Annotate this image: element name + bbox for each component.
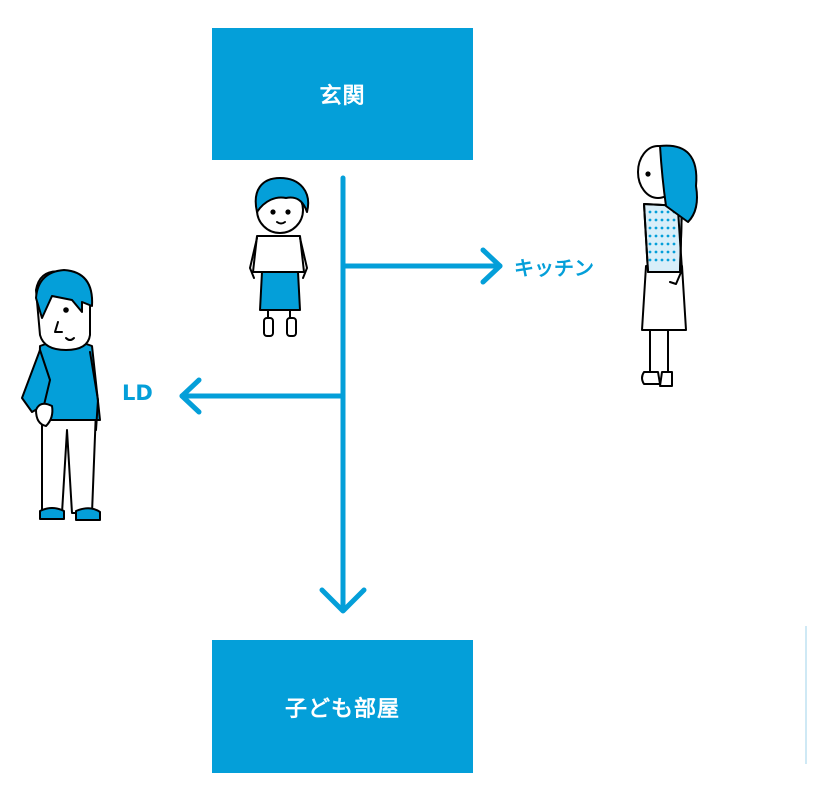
kitchen-label: キッチン <box>514 256 594 280</box>
ld-label: LD <box>122 381 153 405</box>
entrance-label: 玄関 <box>319 84 366 109</box>
child-figure <box>249 177 310 337</box>
kids-room-label: 子ども部屋 <box>284 696 400 722</box>
arrowhead-down <box>319 587 367 614</box>
arrowhead-left <box>179 377 202 415</box>
kids-room-box: 子ども部屋 <box>212 640 473 773</box>
entrance-box: 玄関 <box>212 28 473 160</box>
woman-figure <box>637 144 698 387</box>
flow-arrows <box>179 175 503 614</box>
arrowhead-right <box>480 247 503 285</box>
dot-pattern <box>648 210 676 262</box>
man-figure <box>21 269 101 521</box>
